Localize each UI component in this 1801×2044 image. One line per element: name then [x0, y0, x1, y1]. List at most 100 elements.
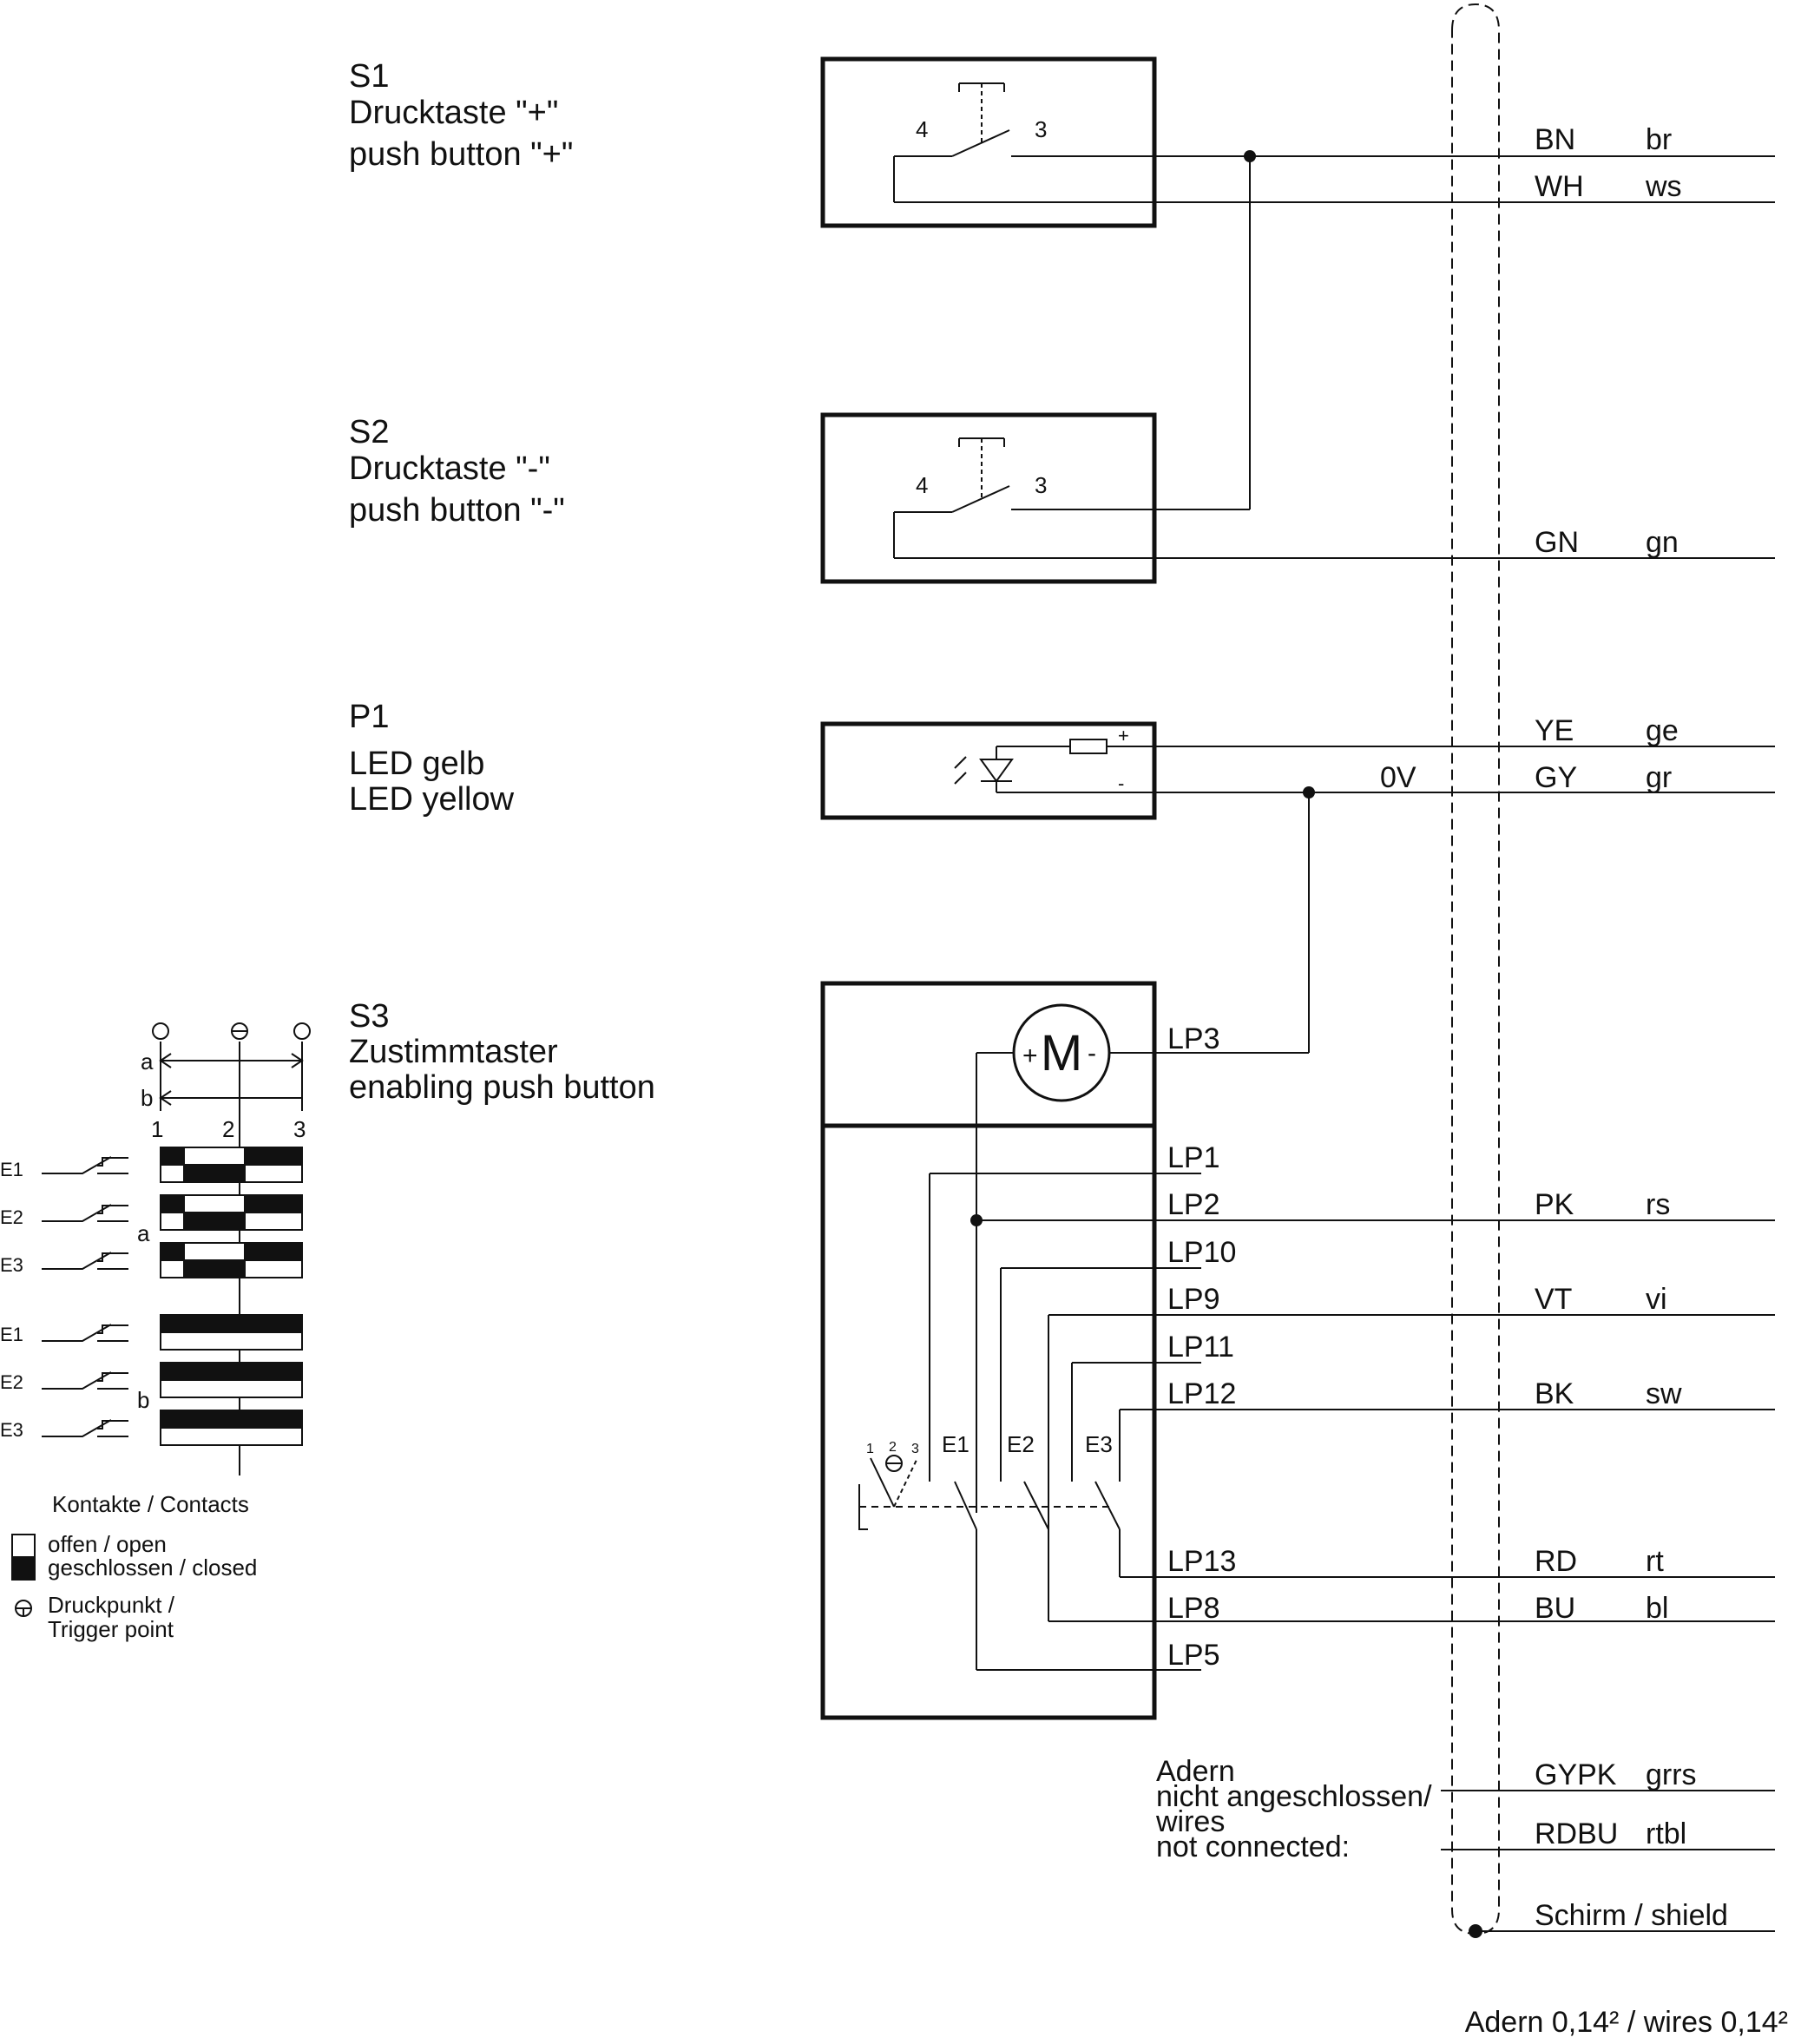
wire-code: PK [1535, 1188, 1574, 1221]
wire-color: ws [1645, 170, 1682, 203]
legend-trigger-1: Druckpunkt / [48, 1592, 175, 1618]
zero-volt-label: 0V [1380, 761, 1416, 794]
s2-pin-4: 4 [916, 472, 928, 498]
p1-label-en: LED yellow [349, 781, 515, 818]
not-connected-line-4: not connected: [1156, 1830, 1350, 1863]
wire-code: VT [1535, 1283, 1572, 1316]
wire-code: GN [1535, 526, 1579, 559]
legend-open-swatch [11, 1534, 36, 1558]
lp-label: LP8 [1167, 1592, 1220, 1625]
legend-open: offen / open [48, 1531, 167, 1557]
legend-closed-swatch [11, 1556, 36, 1581]
lp-label: LP9 [1167, 1283, 1220, 1316]
s1-label-en: push button "+" [349, 136, 573, 173]
s1-pin-3: 3 [1035, 116, 1047, 142]
wire-color: ge [1646, 714, 1679, 747]
s1-pin-4: 4 [916, 116, 928, 142]
lp-label: LP2 [1167, 1188, 1220, 1221]
not-connected-line-1: Adern [1156, 1755, 1235, 1788]
legend-pos: 2 [222, 1116, 234, 1142]
legend-contact-label: E1 [0, 1324, 23, 1345]
wire-code: BK [1535, 1377, 1574, 1410]
s2-label-de: Drucktaste "-" [349, 450, 550, 487]
lp-label: LP1 [1167, 1141, 1220, 1174]
wire-color: gr [1646, 761, 1672, 794]
legend-group-a: a [137, 1220, 150, 1246]
cable-shield-outline [1451, 3, 1500, 1936]
wire-code: YE [1535, 714, 1574, 747]
wire-color: gn [1646, 526, 1679, 559]
inner-contact-e1: E1 [942, 1431, 970, 1457]
motor-plus: + [1022, 1042, 1038, 1070]
s2-box [820, 412, 1157, 584]
inner-pos-3: 3 [911, 1442, 919, 1456]
wire-color: rs [1646, 1188, 1670, 1221]
motor-minus: - [1088, 1039, 1096, 1068]
wire-code: BU [1535, 1592, 1575, 1625]
junction-dot [970, 1214, 983, 1226]
wire-color: vi [1646, 1283, 1667, 1316]
inner-contact-e3: E3 [1085, 1431, 1113, 1457]
contact-bar-b [160, 1314, 303, 1446]
p1-box [820, 721, 1157, 820]
contact-bar-a [160, 1147, 303, 1278]
lp-label: LP5 [1167, 1639, 1220, 1672]
legend-pos: 3 [293, 1116, 306, 1142]
s3-label-de: Zustimmtaster [349, 1034, 558, 1070]
wire-color: bl [1646, 1592, 1668, 1625]
s3-label-en: enabling push button [349, 1069, 655, 1106]
s3-enabling-push-button: S3 Zustimmtaster enabling push button M … [349, 981, 1775, 1720]
legend-contact-label: E2 [0, 1206, 23, 1228]
not-connected-line-2: nicht angeschlossen/ [1156, 1780, 1432, 1813]
s1-box [820, 56, 1157, 228]
wire-color-codes: BN br WH ws GN gn YE ge GY gr PK rs VT v… [1535, 123, 1697, 1850]
s2-push-button-minus: S2 Drucktaste "-" push button "-" 4 3 [349, 412, 1775, 584]
lp-label: LP3 [1167, 1022, 1220, 1055]
legend-contact-label: E3 [0, 1254, 23, 1276]
p1-id: P1 [349, 699, 389, 735]
wire-color: rt [1646, 1545, 1664, 1578]
motor-letter: M [1041, 1025, 1082, 1081]
legend-closed: geschlossen / closed [48, 1554, 257, 1581]
s2-label-en: push button "-" [349, 492, 565, 529]
legend-axis-a: a [141, 1048, 154, 1075]
s2-pin-3: 3 [1035, 472, 1047, 498]
wire-color: grrs [1646, 1758, 1697, 1791]
lp-label: LP12 [1167, 1377, 1236, 1410]
legend-axis-b: b [141, 1085, 153, 1111]
legend-contact-label: E1 [0, 1159, 23, 1180]
inner-pos-1: 1 [866, 1442, 874, 1456]
junction-dot [1303, 786, 1315, 799]
wire-color: br [1646, 123, 1672, 156]
p1-plus: + [1118, 725, 1129, 746]
shield-junction-dot [1469, 1924, 1482, 1938]
shield-label: Schirm / shield [1535, 1899, 1728, 1932]
p1-label-de: LED gelb [349, 746, 484, 782]
wire-code: GY [1535, 761, 1577, 794]
legend-pos: 1 [151, 1116, 163, 1142]
s1-label-de: Drucktaste "+" [349, 95, 558, 131]
wire-code: GYPK [1535, 1758, 1617, 1791]
legend-group-b: b [137, 1387, 149, 1413]
wire-color: rtbl [1646, 1817, 1686, 1850]
wire-color: sw [1646, 1377, 1682, 1410]
s2-id: S2 [349, 414, 389, 450]
wire-code: WH [1535, 170, 1584, 203]
wire-code: RDBU [1535, 1817, 1618, 1850]
not-connected-line-3: wires [1155, 1805, 1225, 1838]
wire-code: BN [1535, 123, 1575, 156]
legend-contact-symbols [42, 1156, 128, 1437]
s1-id: S1 [349, 58, 389, 95]
legend-trigger-2: Trigger point [48, 1616, 174, 1642]
contact-legend: a b 1 2 3 [0, 1022, 311, 1642]
lp-label: LP13 [1167, 1545, 1236, 1578]
legend-contact-label: E2 [0, 1371, 23, 1393]
s1-push-button-plus: S1 Drucktaste "+" push button "+" 4 3 [349, 56, 1775, 228]
junction-dot [1244, 150, 1256, 162]
s3-id: S3 [349, 998, 389, 1035]
lp-label: LP11 [1167, 1331, 1234, 1364]
p1-led-yellow: P1 LED gelb LED yellow + - 0V [349, 699, 1775, 820]
s3-box [820, 981, 1157, 1720]
lp-label: LP10 [1167, 1236, 1236, 1269]
